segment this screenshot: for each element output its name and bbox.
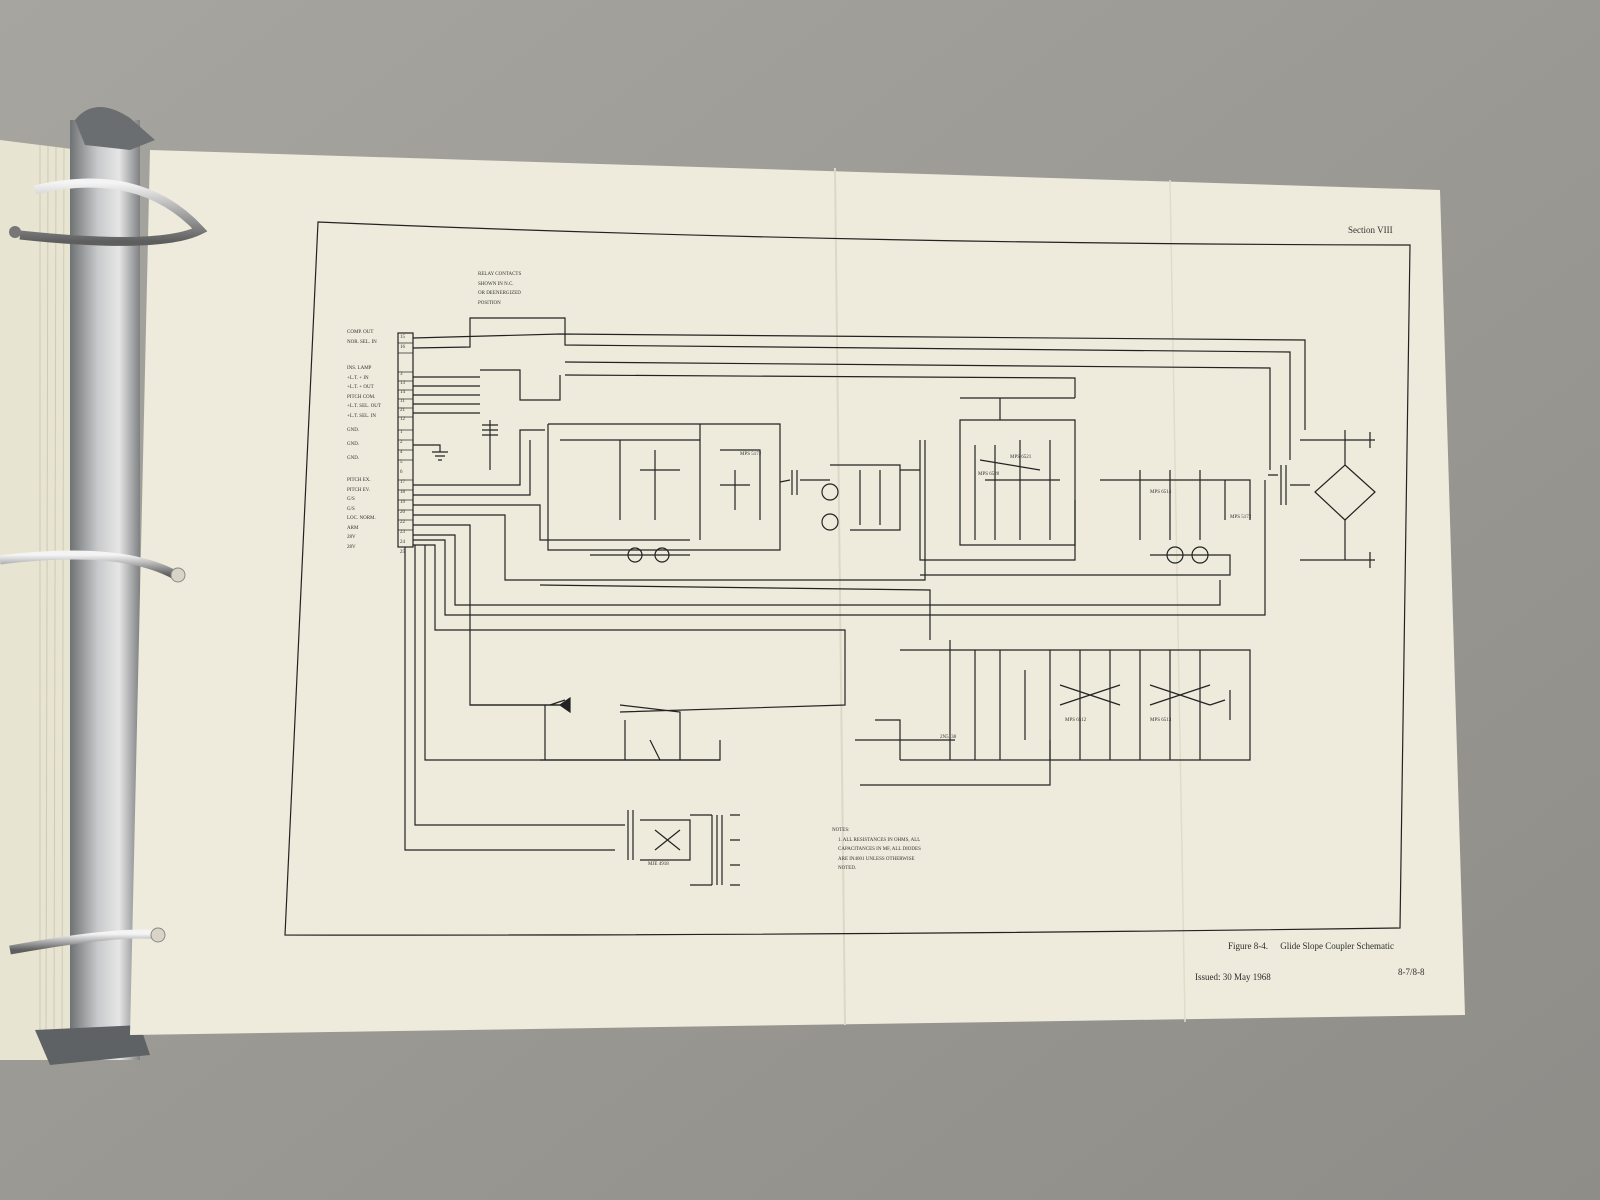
- relay-note-line: SHOWN IN N.C.: [478, 281, 514, 287]
- connector-label: +L.T. SEL. OUT: [347, 404, 381, 409]
- connector-labels-top: COMP. OUT NOR. SEL. IN: [347, 330, 377, 349]
- connector-label: INS. LAMP: [347, 366, 372, 371]
- transistor-label: MPS 5172: [740, 452, 762, 457]
- pin-number: 24: [400, 540, 405, 545]
- pin-number: 22: [400, 520, 405, 525]
- relay-note: RELAY CONTACTS SHOWN IN N.C. OR DEENERGI…: [478, 272, 521, 310]
- pin-number: 15: [400, 335, 405, 340]
- binder-ring-bottom: [9, 929, 161, 955]
- connector-label: 28V: [347, 535, 356, 540]
- connector-label: GND.: [347, 442, 360, 447]
- pin-number: 6: [400, 470, 403, 475]
- binder-spine: [70, 120, 140, 1060]
- connector-label: PITCH EX.: [347, 478, 371, 483]
- pin-numbers: 15 16 3 13 14 11 21 12 1 2 4 5 6 17 18 1…: [400, 335, 414, 560]
- connector-label: PITCH EV.: [347, 487, 370, 493]
- relay-note-line: OR DEENERGIZED: [478, 291, 521, 296]
- connector-labels-bottom: PITCH EX. PITCH EV. G/S G/S LOC. NORM. A…: [347, 478, 376, 554]
- connector-label: LOC. NORM.: [347, 516, 376, 521]
- binder-ring-top: [19, 178, 208, 246]
- connector-label: +L.T. + OUT: [347, 385, 374, 390]
- transistor-label: 2N5138: [940, 735, 957, 740]
- issued-date: Issued: 30 May 1968: [1195, 972, 1271, 982]
- pin-number: 23: [400, 530, 405, 535]
- transistor-label: MPS 5172: [1230, 515, 1252, 520]
- connector-label: G/S: [347, 506, 355, 512]
- connector-label: COMP. OUT: [347, 330, 374, 335]
- transistor-label: MPS 6513: [1150, 718, 1172, 723]
- pin-number: 20: [400, 510, 405, 515]
- page-number: 8-7/8-8: [1398, 967, 1425, 977]
- binder-ring-middle: [0, 550, 178, 579]
- drawing-border: [284, 221, 1411, 936]
- pin-number: 14: [400, 390, 405, 395]
- connector-label: PITCH COM.: [347, 394, 376, 400]
- section-header: Section VIII: [1348, 225, 1393, 235]
- figure-number: Figure 8-4.: [1228, 941, 1268, 951]
- connector-label: GND.: [347, 428, 360, 433]
- transistor-label: MPS 6520: [978, 472, 1000, 477]
- pin-number: 16: [400, 345, 405, 350]
- pin-number: 4: [400, 450, 403, 455]
- pin-number: 17: [400, 480, 405, 485]
- notes-line: ARE IN4001 UNLESS OTHERWISE: [838, 856, 915, 862]
- schematic-page: [130, 150, 1465, 1035]
- pin-number: 1: [400, 430, 403, 435]
- connector-label: NOR. SEL. IN: [347, 339, 377, 345]
- transistor-label: MJE 4918: [648, 862, 669, 867]
- notes-title: NOTES:: [832, 828, 850, 833]
- transistor-label: MPS 6512: [1065, 718, 1087, 723]
- pin-number: 3: [400, 372, 403, 377]
- lower-right-section: [900, 649, 1251, 761]
- pin-number: 12: [400, 417, 405, 422]
- connector-label: G/S: [347, 497, 355, 502]
- pin-number: 2: [400, 440, 403, 445]
- binder-bottom-clip: [35, 1025, 150, 1065]
- pin-number: 11: [400, 399, 405, 404]
- connector-label: GND.: [347, 456, 360, 461]
- figure-caption: Figure 8-4. Glide Slope Coupler Schemati…: [1228, 942, 1394, 951]
- relay-note-line: RELAY CONTACTS: [478, 272, 522, 277]
- relay-note-line: POSITION: [478, 300, 501, 306]
- connector-label: ARM: [347, 525, 359, 531]
- connector-label: +L.T. + IN: [347, 375, 369, 381]
- connector-label: 28V: [347, 544, 356, 550]
- pin-number: 25: [400, 550, 405, 555]
- figure-title: Glide Slope Coupler Schematic: [1280, 941, 1394, 951]
- notes-line: 1. ALL RESISTANCES IN OHMS, ALL: [838, 837, 921, 843]
- pin-number: 5: [400, 460, 403, 465]
- notes-line: CAPACITANCES IN MF, ALL DIODES: [838, 847, 921, 852]
- transistor-label: MPS 6521: [1010, 455, 1032, 460]
- binder-top-clip: [75, 106, 155, 150]
- pin-number: 21: [400, 408, 405, 413]
- schematic-diagram: [284, 221, 1411, 936]
- stage-1-box: [547, 423, 781, 551]
- connector-labels-mid: INS. LAMP +L.T. + IN +L.T. + OUT PITCH C…: [347, 366, 381, 423]
- pin-number: 19: [400, 500, 405, 505]
- connector-label: +L.T. SEL. IN: [347, 413, 376, 419]
- pin-number: 13: [400, 381, 405, 386]
- stage-3-box: [959, 419, 1076, 546]
- connector-labels-gnd: GND. GND. GND.: [347, 428, 359, 466]
- pin-number: 18: [400, 490, 405, 495]
- schematic-notes: NOTES: 1. ALL RESISTANCES IN OHMS, ALL C…: [832, 828, 921, 876]
- transistor-label: MPS 6514: [1150, 490, 1172, 495]
- notes-line: NOTED.: [838, 866, 857, 871]
